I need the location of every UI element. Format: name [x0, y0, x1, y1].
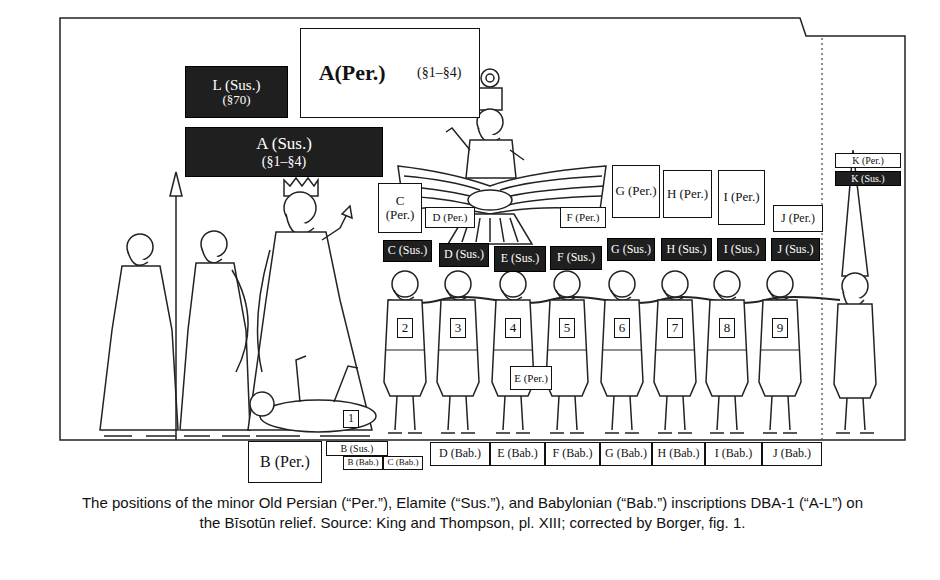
- callout-number: 1: [343, 410, 359, 428]
- inscription-label: 7: [672, 321, 679, 335]
- inscription-box: B (Per.): [248, 441, 322, 483]
- inscription-label: B (Per.): [260, 453, 310, 471]
- inscription-label: G (Sus.): [611, 243, 651, 256]
- inscription-box: D (Sus.): [439, 243, 489, 267]
- inscription-box: A(Per.) (§1–§4): [300, 28, 480, 118]
- inscription-box: G (Sus.): [607, 238, 655, 261]
- inscription-label: E (Bab.): [497, 447, 538, 460]
- inscription-box: C (Sus.): [383, 240, 432, 262]
- figure-caption: The positions of the minor Old Persian (…: [80, 493, 865, 532]
- callout-number: 7: [667, 318, 683, 338]
- inscription-box: H (Bab.): [652, 442, 705, 466]
- inscription-label: B (Sus.): [341, 443, 374, 454]
- inscription-label: F (Sus.): [557, 251, 595, 264]
- inscription-label: (§70): [222, 93, 250, 107]
- callout-number: 4: [505, 318, 521, 338]
- bow-bearer: [180, 231, 250, 436]
- inscription-label: B (Bab.): [348, 458, 379, 468]
- inscription-label: I (Per.): [723, 190, 759, 204]
- inscription-box: C (Bab.): [383, 456, 423, 470]
- inscription-box: B (Bab.): [343, 456, 383, 470]
- inscription-label: F (Per.): [567, 211, 600, 223]
- inscription-label: L (Sus.): [213, 77, 261, 94]
- callout-number: 5: [559, 318, 575, 338]
- inscription-label: 1: [348, 412, 354, 425]
- inscription-label: 4: [510, 321, 517, 335]
- inscription-box: L (Sus.)(§70): [185, 66, 288, 118]
- pointed-hat-figure: [834, 150, 876, 433]
- inscription-label: 9: [777, 321, 784, 335]
- inscription-box: J (Per.): [773, 205, 823, 232]
- inscription-label: C (Sus.): [388, 244, 427, 257]
- inscription-label: J (Sus.): [777, 243, 813, 256]
- inscription-box: D (Bab.): [430, 442, 490, 466]
- callout-number: 8: [719, 318, 735, 338]
- inscription-box: F (Per.): [560, 207, 606, 228]
- inscription-box: B (Sus.): [326, 441, 388, 456]
- inscription-label: K (Per.): [852, 155, 884, 166]
- inscription-box: K (Sus.): [835, 171, 901, 186]
- inscription-label: G (Per.): [615, 184, 656, 198]
- fallen-figure: [250, 356, 376, 432]
- inscription-label: (§1–§4): [417, 65, 461, 80]
- callout-number: 2: [397, 318, 413, 338]
- inscription-box: C (Per.): [378, 183, 422, 233]
- inscription-label: A (Sus.): [256, 135, 312, 154]
- inscription-label: D (Sus.): [444, 248, 484, 261]
- inscription-label: I (Bab.): [715, 447, 752, 460]
- inscription-label: H (Per.): [667, 187, 708, 201]
- inscription-box: F (Sus.): [550, 246, 602, 270]
- relief-frame: [60, 18, 905, 440]
- inscription-box: I (Sus.): [717, 238, 766, 261]
- inscription-box: I (Bab.): [705, 442, 762, 466]
- inscription-box: D (Per.): [425, 207, 475, 228]
- inscription-label: I (Sus.): [724, 243, 759, 256]
- inscription-label: E (Per.): [514, 372, 548, 384]
- spear-bearer: [100, 172, 182, 440]
- inscription-box: F (Bab.): [545, 442, 600, 466]
- callout-number: 6: [614, 318, 630, 338]
- inscription-label: K (Sus.): [851, 173, 884, 184]
- inscription-box: H (Per.): [663, 170, 712, 218]
- inscription-label: 6: [619, 321, 626, 335]
- inscription-label: D (Per.): [433, 211, 468, 223]
- inscription-label: D (Bab.): [439, 447, 481, 460]
- inscription-box: I (Per.): [718, 170, 765, 225]
- inscription-label: 2: [402, 321, 409, 335]
- inscription-label: G (Bab.): [605, 447, 647, 460]
- inscription-label: (§1–§4): [262, 154, 306, 169]
- inscription-box: K (Per.): [835, 153, 901, 168]
- inscription-box: E (Bab.): [490, 442, 545, 466]
- inscription-box: E (Per.): [510, 366, 552, 390]
- callout-number: 3: [450, 318, 466, 338]
- inscription-label: J (Per.): [781, 212, 815, 225]
- inscription-label: C (Per.): [381, 194, 419, 223]
- king-figure: [248, 178, 372, 436]
- inscription-label: F (Bab.): [553, 447, 593, 460]
- inscription-label: 8: [724, 321, 731, 335]
- callout-number: 9: [772, 318, 788, 338]
- inscription-label: C (Bab.): [388, 458, 419, 468]
- inscription-box: A (Sus.)(§1–§4): [185, 127, 383, 177]
- inscription-box: G (Bab.): [600, 442, 652, 466]
- inscription-box: J (Bab.): [762, 442, 822, 466]
- inscription-box: J (Sus.): [771, 238, 820, 261]
- inscription-label: 3: [455, 321, 462, 335]
- inscription-box: G (Per.): [612, 165, 660, 218]
- inscription-label: J (Bab.): [773, 447, 811, 460]
- inscription-label: H (Bab.): [658, 447, 700, 460]
- inscription-label: E (Sus.): [501, 252, 540, 265]
- inscription-box: E (Sus.): [494, 246, 546, 272]
- inscription-box: H (Sus.): [661, 238, 712, 261]
- inscription-label: A(Per.): [319, 61, 386, 85]
- inscription-label: H (Sus.): [666, 243, 706, 256]
- inscription-label: 5: [564, 321, 571, 335]
